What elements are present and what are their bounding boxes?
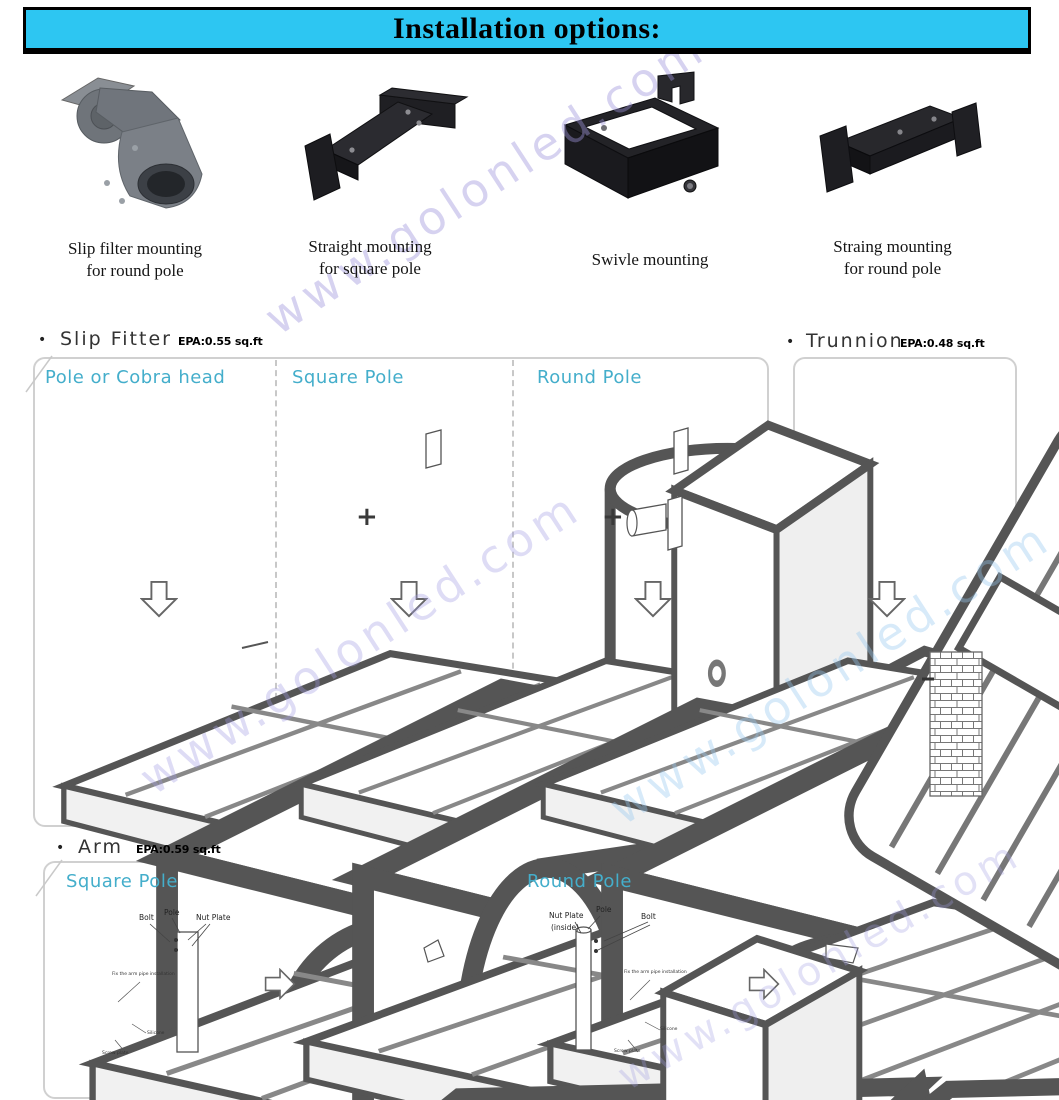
section-title-trunnion: Trunnion [806,330,904,352]
column-header-square-pole: Square Pole [292,367,404,388]
epa-value: EPA:0.48 sq.ft [900,337,985,350]
callout-install-note: Fix the arm pipe installation [624,970,687,975]
product-photo-slip-fitter [60,77,203,209]
callout-nut-plate: Nut Plate [196,913,231,922]
arm-divider [508,864,510,1092]
caption-line: for round pole [86,261,184,280]
bullet-icon: • [38,332,47,348]
trunnion-panel [793,357,1017,827]
callout-nut-plate: Nut Plate [549,911,584,920]
epa-value: EPA:0.55 sq.ft [178,335,263,348]
product-caption: Slip filter mounting for round pole [35,238,235,282]
callout-bolt: Bolt [139,913,154,922]
callout-silicone: Silicone [660,1027,678,1032]
plus-icon: + [602,502,624,532]
callout-silicone: Silicone [147,1031,165,1036]
slip-fitter-panel [33,357,769,827]
column-header-pole-or-cobra-head: Pole or Cobra head [45,367,226,388]
watermark: www.golonled.com [255,20,716,346]
column-header-round-pole: Round Pole [537,367,642,388]
callout-install-note: Fix the arm pipe installation [112,972,175,977]
callout-inside: (inside) [551,923,580,932]
section-title-slip-fitter: Slip Fitter [60,328,172,350]
callout-screw-plate: Screw plate [614,1049,641,1054]
epa-value: EPA:0.59 sq.ft [136,843,221,856]
slip-fitter-divider-2 [512,360,514,820]
product-caption: Straight mounting for square pole [270,236,470,280]
caption-line: Straing mounting [833,237,952,256]
caption-line: Slip filter mounting [67,239,203,258]
plus-icon: + [356,502,378,532]
caption-line: for square pole [319,259,421,278]
title-banner: Installation options: [23,7,1031,54]
column-header-arm-square-pole: Square Pole [66,871,178,892]
callout-pole: Pole [164,908,180,917]
column-header-arm-round-pole: Round Pole [527,871,632,892]
caption-line: for round pole [843,259,942,278]
section-title-arm: Arm [78,836,123,858]
caption-line: Swivle mounting [591,250,709,269]
product-photo-swivel [563,71,720,199]
bullet-icon: • [786,334,795,350]
callout-pole: Pole [596,905,612,914]
slip-fitter-divider-1 [275,360,277,820]
caption-line: Straight mounting [308,237,432,256]
page-title: Installation options: [392,12,662,45]
product-caption: Swivle mounting [555,249,745,271]
arm-panel [43,861,1022,1099]
callout-screw-plate: Screw plate [102,1051,129,1056]
product-photo-straight-square [304,87,469,201]
product-caption: Straing mounting for round pole [800,236,985,280]
product-photo-straight-round [819,102,982,193]
bullet-icon: • [56,840,65,856]
callout-bolt: Bolt [641,912,656,921]
